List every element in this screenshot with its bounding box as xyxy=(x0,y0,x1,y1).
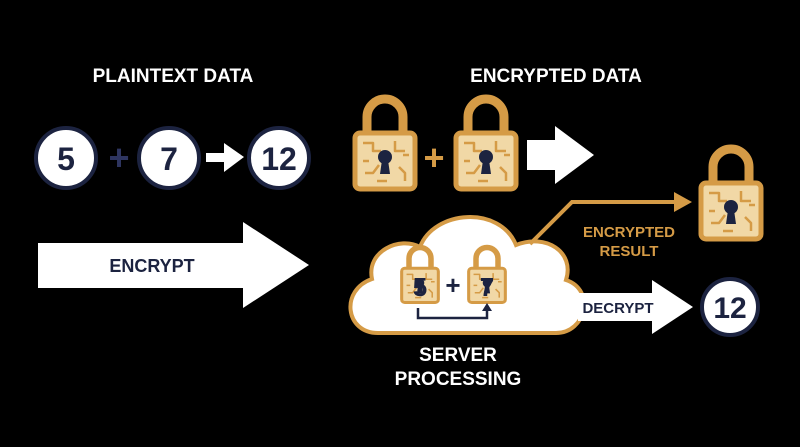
server-plus-sign: + xyxy=(445,270,460,300)
server-operand-a: 5 xyxy=(413,272,427,302)
server-bracket-arrow-icon xyxy=(416,303,492,320)
plaintext-plus-sign: + xyxy=(108,137,129,178)
decrypt-result-text: 12 xyxy=(713,292,746,325)
encrypted-lock-b-icon xyxy=(456,99,516,189)
plaintext-title: PLAINTEXT DATA xyxy=(93,66,254,87)
plaintext-operand-b: 7 xyxy=(137,126,201,190)
encrypt-label: ENCRYPT xyxy=(109,256,194,276)
plaintext-result-text: 12 xyxy=(261,141,297,177)
encrypted-arrow-icon xyxy=(527,126,594,184)
encrypted-result-label-line1: ENCRYPTED xyxy=(583,224,675,241)
encrypted-result-lock-icon xyxy=(701,149,761,239)
plaintext-operand-b-text: 7 xyxy=(160,141,178,177)
encrypted-title: ENCRYPTED DATA xyxy=(470,66,642,87)
plaintext-result: 12 xyxy=(247,126,311,190)
encrypted-result-label-line2: RESULT xyxy=(600,243,659,260)
plaintext-operand-a-text: 5 xyxy=(57,141,75,177)
encrypt-arrow-icon xyxy=(38,222,309,308)
result-path-arrow-icon xyxy=(528,192,692,246)
server-operand-b: 7 xyxy=(480,272,494,302)
plaintext-operand-a: 5 xyxy=(34,126,98,190)
decrypt-result: 12 xyxy=(700,277,760,337)
encrypted-plus-sign: + xyxy=(423,137,444,178)
decrypt-label: DECRYPT xyxy=(582,300,653,317)
server-label-line1: SERVER xyxy=(419,345,497,366)
encrypted-lock-a-icon xyxy=(355,99,415,189)
decrypt-arrow-icon xyxy=(578,280,693,334)
plaintext-arrow-icon xyxy=(206,143,244,172)
server-label-line2: PROCESSING xyxy=(395,369,522,390)
